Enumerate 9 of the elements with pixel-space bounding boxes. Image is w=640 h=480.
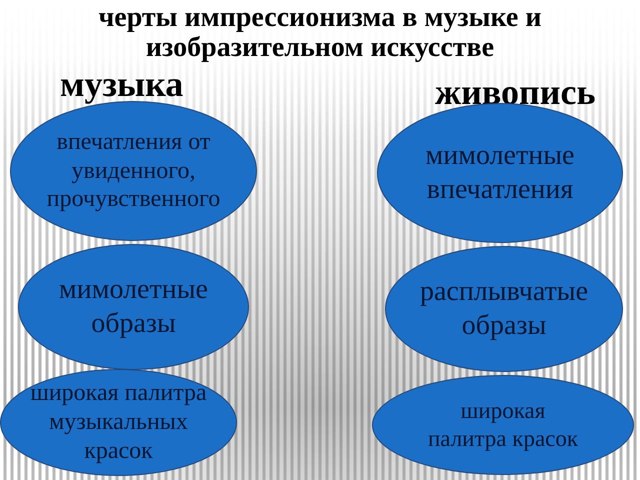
node-text: широкая палитра музыкальных красок — [29, 379, 208, 466]
column-heading: музыка — [60, 66, 184, 102]
node-text: мимолетные образы — [58, 273, 209, 341]
slide-title: черты импрессионизма в музыке и изобразительном искусстве — [97, 3, 542, 63]
column-heading: живопись — [435, 74, 596, 110]
node-text: расплывчатые образы — [418, 275, 590, 343]
node-text: широкая палитра красок — [426, 397, 580, 453]
node-text: впечатления от увиденного, прочувственного — [46, 128, 222, 214]
node-text: мимолетные впечатления — [424, 139, 576, 207]
